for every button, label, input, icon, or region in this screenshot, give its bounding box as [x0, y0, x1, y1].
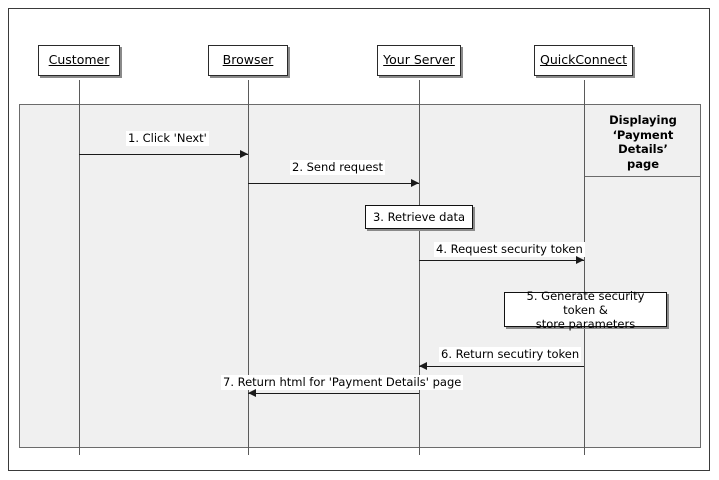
message-arrowhead-6	[419, 362, 427, 370]
actor-label-quickconnect: QuickConnect	[539, 52, 628, 68]
actor-box-server[interactable]: Your Server	[377, 45, 461, 76]
message-label-1: 1. Click 'Next'	[126, 131, 209, 146]
actor-label-browser: Browser	[222, 52, 274, 68]
message-label-6: 6. Return secutiry token	[439, 347, 582, 362]
lifeline-quickconnect	[584, 80, 585, 455]
message-line-7	[248, 393, 419, 394]
message-arrowhead-2	[411, 179, 419, 187]
actor-box-customer[interactable]: Customer	[38, 45, 120, 76]
message-label-7: 7. Return html for 'Payment Details' pag…	[221, 375, 464, 390]
actor-box-quickconnect[interactable]: QuickConnect	[534, 45, 633, 76]
message-arrowhead-7	[248, 389, 256, 397]
lifeline-customer	[79, 80, 80, 455]
lifeline-browser	[248, 80, 249, 455]
actor-label-customer: Customer	[48, 52, 110, 68]
diagram-outer-frame	[8, 8, 710, 471]
step-box-3[interactable]: 3. Retrieve data	[365, 205, 473, 229]
message-arrowhead-1	[240, 150, 248, 158]
message-arrowhead-4	[576, 256, 584, 264]
actor-label-server: Your Server	[383, 52, 455, 68]
message-label-4: 4. Request security token	[434, 242, 585, 257]
message-line-2	[248, 183, 419, 184]
message-line-1	[79, 154, 248, 155]
step-label-5: 5. Generate security token & store param…	[526, 288, 645, 331]
message-label-2: 2. Send request	[290, 160, 385, 175]
step-label-3: 3. Retrieve data	[372, 210, 466, 224]
step-box-5[interactable]: 5. Generate security token & store param…	[504, 289, 667, 331]
message-line-6	[419, 366, 584, 367]
lifeline-server	[419, 80, 420, 455]
message-line-4	[419, 260, 584, 261]
note-displaying-payment-details: Displaying ‘Payment Details’ page	[609, 113, 677, 171]
actor-box-browser[interactable]: Browser	[208, 45, 288, 76]
note-separator	[584, 176, 701, 177]
